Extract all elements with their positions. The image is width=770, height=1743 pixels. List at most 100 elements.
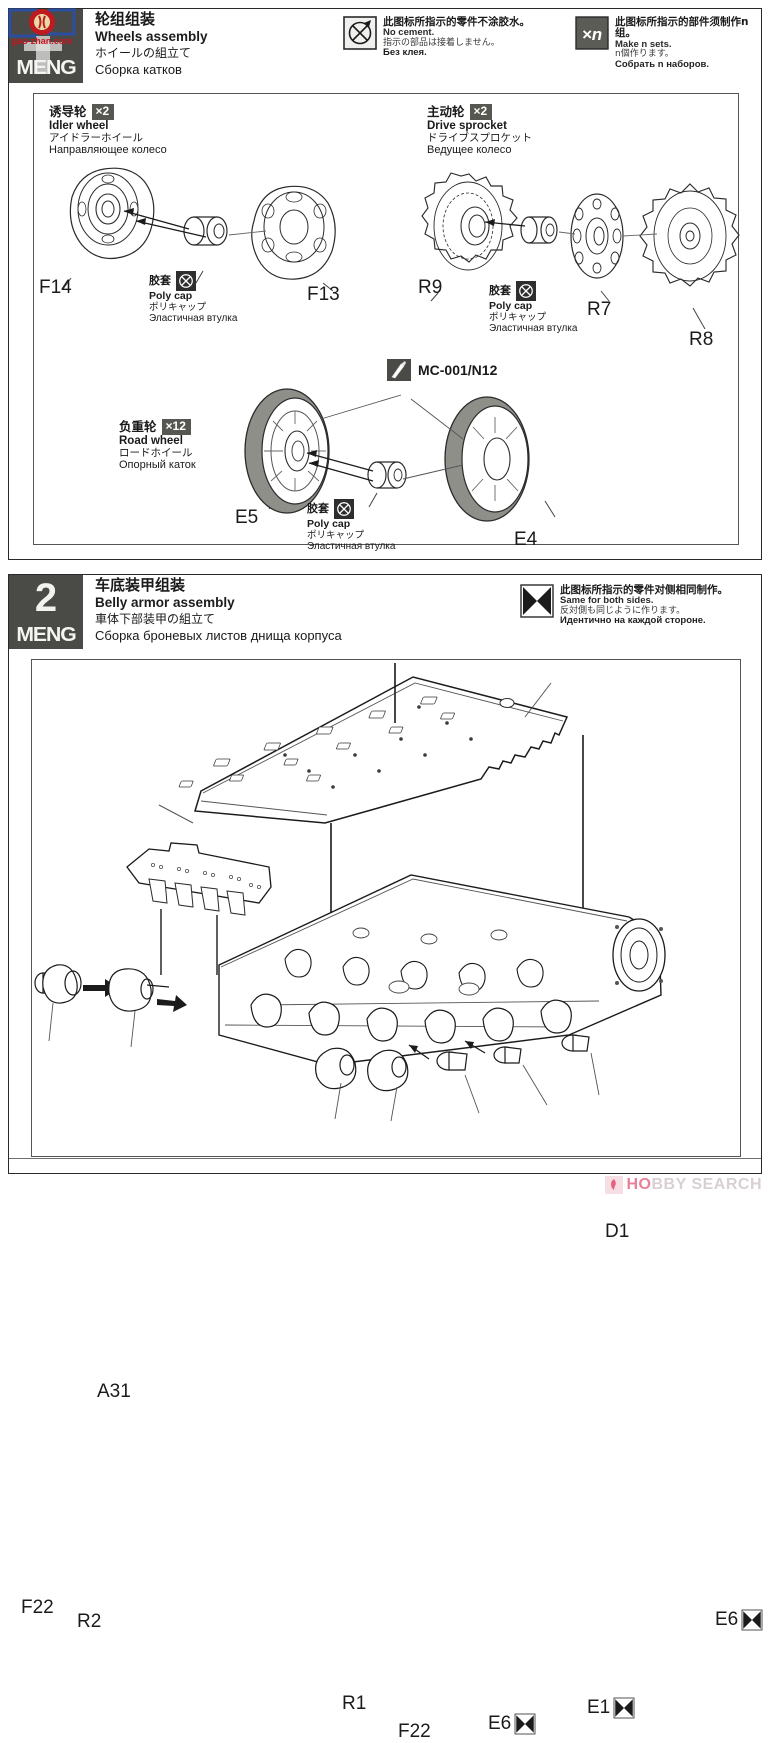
meng-logo-step-2: 2 MENG bbox=[9, 575, 83, 649]
legend-same-both-sides-cn: 此图标所指示的零件对侧相同制作。 bbox=[560, 584, 728, 596]
caption-drive-sprocket: 主动轮 ×2 Drive sprocket ドライブスプロケット Ведущее… bbox=[427, 104, 532, 156]
caption-road-wheel-ru: Опорный каток bbox=[119, 459, 196, 472]
polycap-roadwheel-en: Poly cap bbox=[307, 518, 351, 530]
polycap-callout-idler: 胶套 Poly cap ポリキャップ Эластичная втулка bbox=[149, 271, 237, 324]
polycap-roadwheel-jp: ポリキャップ bbox=[307, 529, 365, 541]
caption-idler-wheel-en: Idler wheel bbox=[49, 120, 109, 132]
legend-same-both-sides: 此图标所指示的零件对侧相同制作。 Same for both sides. 反対… bbox=[520, 584, 728, 627]
caption-road-wheel-en: Road wheel bbox=[119, 435, 183, 447]
watermark-hs-prefix: HO bbox=[626, 1176, 652, 1193]
legend-make-n-sets-cn: 此图标所指示的部件须制作n组。 bbox=[615, 16, 749, 40]
no-cement-icon bbox=[176, 271, 196, 291]
step-2-title-en: Belly armor assembly bbox=[95, 595, 235, 610]
caption-drive-sprocket-cn: 主动轮 bbox=[427, 104, 465, 120]
meng-wordmark: MENG bbox=[16, 57, 76, 79]
meng-wordmark-2: MENG bbox=[16, 624, 76, 646]
part-label-E6-bottom-text: E6 bbox=[488, 1713, 512, 1734]
part-label-F22-bottom: F22 bbox=[398, 1721, 431, 1742]
step-2-header: 2 MENG 车底装甲组装 Belly armor assembly 車体下部装… bbox=[9, 575, 342, 649]
no-cement-icon bbox=[334, 499, 354, 519]
step-1-title-jp: ホイールの組立て bbox=[95, 46, 192, 60]
polycap-roadwheel-ru: Эластичная втулка bbox=[307, 540, 396, 552]
legend-make-n-sets-ru: Собрать n наборов. bbox=[615, 58, 709, 70]
same-both-sides-icon bbox=[514, 1713, 536, 1735]
part-label-E6-bottom: E6 bbox=[488, 1713, 536, 1735]
same-both-sides-icon bbox=[613, 1697, 635, 1719]
polycap-idler-cn: 胶套 bbox=[149, 273, 171, 287]
part-label-F13: F13 bbox=[307, 284, 340, 305]
caption-road-wheel-qty: ×12 bbox=[161, 419, 191, 435]
polycap-idler-en: Poly cap bbox=[149, 290, 193, 302]
part-label-R2: R2 bbox=[77, 1611, 102, 1632]
caption-drive-sprocket-jp: ドライブスプロケット bbox=[427, 131, 532, 144]
polycap-callout-sprocket: 胶套 Poly cap ポリキャップ Эластичная втулка bbox=[489, 281, 577, 334]
part-label-E1-text: E1 bbox=[587, 1697, 611, 1718]
polycap-sprocket-jp: ポリキャップ bbox=[489, 311, 547, 323]
caption-idler-wheel-qty: ×2 bbox=[91, 104, 115, 120]
part-label-R8: R8 bbox=[689, 329, 714, 350]
part-label-E5: E5 bbox=[235, 507, 259, 528]
part-label-E4: E4 bbox=[514, 529, 538, 550]
caption-road-wheel-cn: 负重轮 bbox=[119, 419, 157, 435]
step-2-title-jp: 車体下部装甲の組立て bbox=[95, 612, 216, 626]
polycap-callout-roadwheel: 胶套 Poly cap ポリキャップ Эластичная втулка bbox=[307, 499, 395, 552]
caption-road-wheel: 负重轮 ×12 Road wheel ロードホイール Опорный каток bbox=[119, 419, 196, 471]
part-label-F14: F14 bbox=[39, 277, 72, 298]
legend-same-both-sides-jp: 反対側も同じように作ります。 bbox=[560, 605, 686, 616]
legend-no-cement-jp: 指示の部品は接着しません。 bbox=[383, 37, 500, 48]
step-1-drawing-frame bbox=[33, 93, 739, 545]
polycap-sprocket-cn: 胶套 bbox=[489, 283, 511, 297]
no-cement-icon bbox=[516, 281, 536, 301]
make-n-sets-icon: ×n bbox=[575, 16, 609, 50]
polycap-idler-jp: ポリキャップ bbox=[149, 301, 207, 313]
step-2-title-cn: 车底装甲组装 bbox=[95, 576, 186, 594]
watermark-hs-rest: BBY SEARCH bbox=[651, 1176, 762, 1193]
legend-make-n-sets-en: Make n sets. bbox=[615, 38, 672, 50]
hobby-search-mark-icon bbox=[604, 1176, 623, 1194]
watermark-hobby-search-text: HOBBY SEARCH bbox=[627, 1176, 763, 1194]
step-2-number: 2 bbox=[34, 576, 58, 620]
part-label-F22-left: F22 bbox=[21, 1597, 54, 1618]
no-cement-icon bbox=[343, 16, 377, 50]
polycap-roadwheel-cn: 胶套 bbox=[307, 501, 329, 515]
part-label-E1: E1 bbox=[587, 1697, 635, 1719]
caption-drive-sprocket-ru: Ведущее колесо bbox=[427, 144, 512, 157]
same-both-sides-icon bbox=[741, 1609, 763, 1631]
legend-no-cement-cn: 此图标所指示的零件不涂胶水。 bbox=[383, 16, 530, 28]
step-2-panel: 2 MENG 车底装甲组装 Belly armor assembly 車体下部装… bbox=[8, 574, 763, 1742]
step-1-title-cn: 轮组组装 bbox=[95, 10, 156, 28]
part-label-R7: R7 bbox=[587, 299, 612, 320]
caption-idler-wheel-ru: Направляющее колесо bbox=[49, 144, 167, 157]
part-label-R1: R1 bbox=[342, 1693, 367, 1714]
meng-logo-step-1: MENG bbox=[9, 9, 83, 83]
legend-make-n-sets-text: 此图标所指示的部件须制作n组。 Make n sets. n個作ります。 Соб… bbox=[615, 16, 761, 70]
step-1-titles: 轮组组装 Wheels assembly ホイールの組立て Сборка кат… bbox=[83, 9, 208, 78]
caption-drive-sprocket-en: Drive sprocket bbox=[427, 120, 507, 132]
legend-same-both-sides-text: 此图标所指示的零件对侧相同制作。 Same for both sides. 反対… bbox=[560, 584, 728, 627]
caption-drive-sprocket-qty: ×2 bbox=[469, 104, 493, 120]
legend-no-cement-en: No cement. bbox=[383, 27, 435, 39]
step-2-title-ru: Сборка броневых листов днища корпуса bbox=[95, 628, 342, 643]
step-2-titles: 车底装甲组装 Belly armor assembly 車体下部装甲の組立て С… bbox=[83, 575, 342, 644]
caption-idler-wheel-cn: 诱导轮 bbox=[49, 104, 87, 120]
part-label-D1: D1 bbox=[605, 1221, 630, 1242]
caption-idler-wheel: 诱导轮 ×2 Idler wheel アイドラーホイール Направляюще… bbox=[49, 104, 167, 156]
part-label-E6-right-text: E6 bbox=[715, 1609, 739, 1630]
watermark-hobby-search: HOBBY SEARCH bbox=[604, 1176, 763, 1194]
legend-make-n-sets-jp: n個作ります。 bbox=[615, 48, 674, 59]
instruction-sheet: MENG 轮组组装 Wheels assembly ホイールの組立て Сборк… bbox=[8, 8, 763, 1742]
step-1-title-ru: Сборка катков bbox=[95, 62, 182, 77]
legend-same-both-sides-en: Same for both sides. bbox=[560, 595, 654, 607]
polycap-sprocket-ru: Эластичная втулка bbox=[489, 322, 578, 334]
legend-no-cement-text: 此图标所指示的零件不涂胶水。 No cement. 指示の部品は接着しません。 … bbox=[383, 16, 530, 59]
same-both-sides-icon bbox=[520, 584, 554, 618]
tool-callout-label: MC-001/N12 bbox=[418, 362, 498, 378]
caption-idler-wheel-jp: アイドラーホイール bbox=[49, 131, 143, 144]
step-1-panel: MENG 轮组组装 Wheels assembly ホイールの組立て Сборк… bbox=[8, 8, 762, 560]
polycap-idler-ru: Эластичная втулка bbox=[149, 312, 238, 324]
step-1-title-en: Wheels assembly bbox=[95, 29, 208, 44]
step-2-drawing-frame bbox=[31, 659, 741, 1157]
polycap-sprocket-en: Poly cap bbox=[489, 300, 533, 312]
svg-text:×n: ×n bbox=[582, 25, 602, 44]
caption-road-wheel-jp: ロードホイール bbox=[119, 446, 193, 459]
